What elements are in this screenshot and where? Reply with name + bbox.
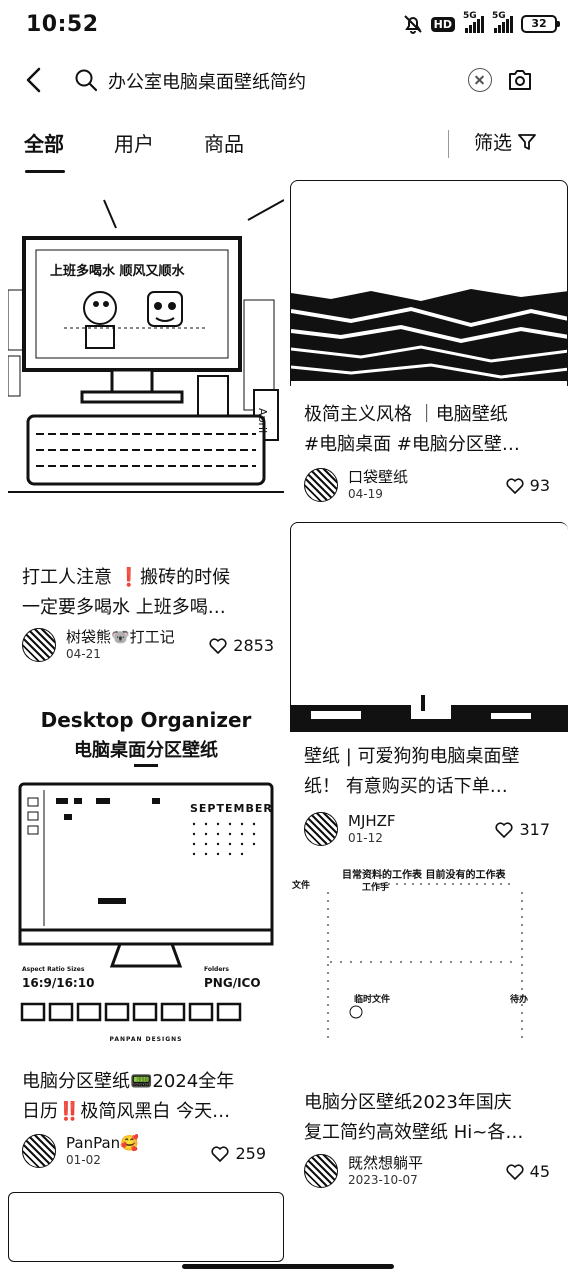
search-input[interactable]: 办公室电脑桌面壁纸简约 xyxy=(108,72,306,93)
battery-icon: 32 xyxy=(521,15,560,33)
heart-icon xyxy=(495,821,513,838)
heart-icon xyxy=(506,1163,524,1180)
avatar xyxy=(22,628,56,662)
like-button[interactable]: 317 xyxy=(495,820,550,839)
post-date: 01-12 xyxy=(348,831,383,845)
card-image: Desktop Organizer 电脑桌面分区壁纸 xyxy=(8,684,284,1052)
image-heading: Desktop Organizer xyxy=(40,708,252,732)
post-date: 01-02 xyxy=(66,1153,101,1167)
feed-card[interactable]: 极简主义风格 ｜电脑壁纸 #电脑桌面 #电脑分区壁… 口袋壁纸 04-19 93 xyxy=(290,180,568,512)
tab-products[interactable]: 商品 xyxy=(204,132,244,156)
like-count: 259 xyxy=(235,1144,266,1163)
author-name: 口袋壁纸 xyxy=(348,468,409,486)
active-tab-indicator xyxy=(25,170,65,173)
card-author[interactable]: PanPan🥰 01-02 xyxy=(22,1134,139,1168)
card-title: 电脑分区壁纸📟2024全年 日历‼️极简风黑白 今天… xyxy=(22,1071,235,1122)
tab-users[interactable]: 用户 xyxy=(114,132,154,156)
heart-icon xyxy=(209,637,227,654)
feed-card[interactable]: 目常资料的工作表 目前没有的工作表 工作手 文件 临时文件 待办 电脑分区壁纸2… xyxy=(290,862,568,1194)
landscape-illustration xyxy=(291,289,567,386)
search-bar: 办公室电脑桌面壁纸简约 xyxy=(0,52,575,110)
avatar xyxy=(22,1134,56,1168)
card-image xyxy=(8,1192,284,1262)
clear-icon[interactable] xyxy=(468,68,492,92)
avatar xyxy=(304,468,338,502)
post-date: 04-19 xyxy=(348,487,383,501)
feed-card[interactable]: Desktop Organizer 电脑桌面分区壁纸 xyxy=(8,684,284,1184)
author-name: MJHZF xyxy=(348,812,396,830)
card-image: 目常资料的工作表 目前没有的工作表 工作手 文件 临时文件 待办 xyxy=(290,862,568,1072)
tab-bar: 全部 用户 商品 筛选 xyxy=(0,118,575,174)
status-time: 10:52 xyxy=(26,12,99,37)
puppy-wallpaper-image xyxy=(291,695,568,732)
desk-illustration xyxy=(8,199,284,493)
back-arrow-icon[interactable] xyxy=(22,66,48,94)
home-indicator[interactable] xyxy=(182,1264,394,1269)
like-count: 2853 xyxy=(233,636,274,655)
like-button[interactable]: 259 xyxy=(211,1144,266,1163)
card-title: 壁纸 | 可爱狗狗电脑桌面壁 纸！ 有意购买的话下单… xyxy=(304,746,520,797)
hd-badge: HD xyxy=(430,16,455,32)
author-name: PanPan🥰 xyxy=(66,1134,139,1152)
feed-card[interactable]: 上班多喝水 顺风又顺水 April 打工人注意 ❗搬砖的时候 一定要多喝水 上班… xyxy=(8,180,284,668)
signal-icon: 5G xyxy=(492,11,513,33)
card-image: 上班多喝水 顺风又顺水 April xyxy=(8,180,284,500)
like-count: 93 xyxy=(529,476,550,495)
card-image xyxy=(290,522,568,732)
like-count: 317 xyxy=(519,820,550,839)
author-name: 既然想躺平 xyxy=(348,1154,424,1172)
card-author[interactable]: MJHZF 01-12 xyxy=(304,812,396,846)
card-author[interactable]: 既然想躺平 2023-10-07 xyxy=(304,1154,423,1188)
like-button[interactable]: 45 xyxy=(506,1162,550,1181)
monitor-text: 上班多喝水 顺风又顺水 xyxy=(50,264,185,279)
tab-all[interactable]: 全部 xyxy=(24,132,64,156)
card-author[interactable]: 口袋壁纸 04-19 xyxy=(304,468,408,502)
avatar xyxy=(304,1154,338,1188)
mute-bell-icon xyxy=(403,15,422,34)
signal-icon: 5G xyxy=(463,11,484,33)
filter-funnel-icon xyxy=(518,133,536,150)
heart-icon xyxy=(506,477,524,494)
like-count: 45 xyxy=(529,1162,550,1181)
post-date: 04-21 xyxy=(66,647,101,661)
search-icon xyxy=(75,69,98,92)
monitor-illustration xyxy=(18,782,274,1022)
calendar-month: SEPTEMBER xyxy=(190,802,273,815)
feed-card[interactable]: 壁纸 | 可爱狗狗电脑桌面壁 纸！ 有意购买的话下单… MJHZF 01-12 … xyxy=(290,522,568,850)
avatar xyxy=(304,812,338,846)
card-author[interactable]: 树袋熊🐨打工记 04-21 xyxy=(22,628,175,662)
author-name: 树袋熊🐨打工记 xyxy=(66,628,175,646)
organizer-wallpaper-image xyxy=(327,883,523,1038)
card-title: 打工人注意 ❗搬砖的时候 一定要多喝水 上班多喝… xyxy=(22,567,231,618)
card-title: 极简主义风格 ｜电脑壁纸 #电脑桌面 #电脑分区壁… xyxy=(304,404,520,455)
filter-label: 筛选 xyxy=(474,132,513,154)
status-icons: HD 5G 5G 32 xyxy=(403,11,560,34)
image-subheading: 电脑桌面分区壁纸 xyxy=(74,740,218,761)
card-image xyxy=(290,180,568,386)
like-button[interactable]: 93 xyxy=(506,476,550,495)
filter-button[interactable]: 筛选 xyxy=(474,128,536,155)
card-title: 电脑分区壁纸2023年国庆 复工简约高效壁纸 Hi~各… xyxy=(304,1092,524,1143)
divider xyxy=(448,130,449,158)
post-date: 2023-10-07 xyxy=(348,1173,418,1187)
calendar-text: April xyxy=(256,408,269,434)
like-button[interactable]: 2853 xyxy=(209,636,274,655)
status-bar: 10:52 HD 5G 5G 32 xyxy=(0,0,575,52)
feed-card[interactable] xyxy=(8,1192,284,1262)
heart-icon xyxy=(211,1145,229,1162)
camera-icon[interactable] xyxy=(506,66,534,94)
